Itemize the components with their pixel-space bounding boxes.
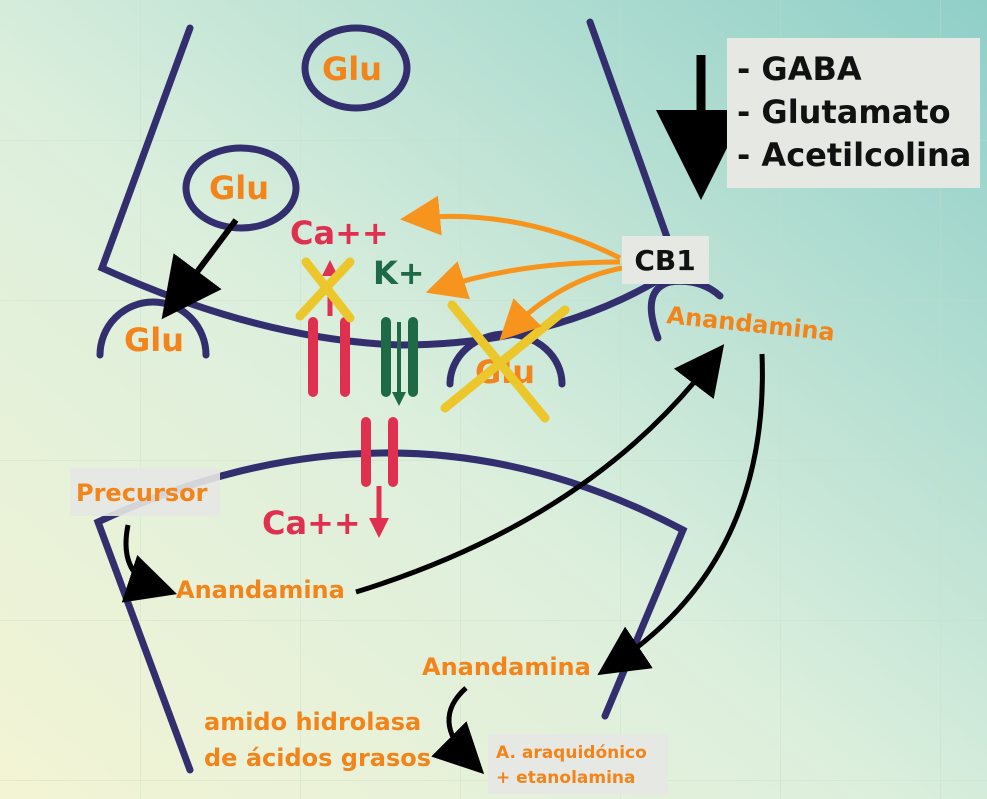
glutamate-receptor-left (96, 298, 210, 359)
potassium-down-arrow-icon (392, 392, 406, 406)
calcium-label-top: Ca++ (290, 214, 389, 252)
glutamate-vesicle-mid (182, 144, 300, 232)
calcium-inhibition-x (295, 257, 355, 323)
precursor-to-anandamina-arrow (121, 524, 178, 603)
post-calcium-down-arrow-icon (369, 518, 389, 538)
glutamate-vesicle-top (301, 24, 411, 112)
calcium-label-bottom: Ca++ (262, 504, 361, 542)
cb1-receptor-label: CB1 (634, 244, 695, 277)
cb1-to-glutamate-arrow (499, 265, 623, 341)
neurotransmitter-list-box (727, 38, 980, 188)
anandamina-lower-label: Anandamina (422, 653, 591, 681)
hydrolysis-arrow (431, 686, 485, 775)
potassium-label: K+ (373, 254, 425, 292)
products-label-line2: + etanolamina (496, 768, 636, 788)
glutamate-vesicle-mid-label: Glu (209, 169, 269, 207)
enzyme-label-line2: de ácidos grasos (204, 744, 431, 772)
products-box (488, 734, 668, 794)
precursor-label: Precursor (76, 479, 208, 507)
enzyme-label-line1: amido hidrolasa (204, 708, 421, 736)
precursor-box (70, 468, 220, 516)
products-label-line1: A. araquidónico (496, 743, 647, 763)
cb1-to-reuptake-arrow (597, 353, 765, 676)
anandamina-to-cb1-arrow (355, 344, 725, 595)
calcium-up-arrow-icon (322, 260, 338, 276)
neurotransmitter-item-acetilcolina: - Acetilcolina (737, 136, 971, 174)
glutamate-vesicle-top-label: Glu (322, 50, 382, 88)
anandamina-postsynaptic-label: Anandamina (176, 576, 345, 604)
glutamate-release-arrow (161, 218, 239, 320)
glutamate-receptor-left-label: Glu (124, 321, 184, 359)
neurotransmitter-item-gaba: - GABA (737, 50, 862, 88)
glutamate-release-inhibition-x (440, 300, 570, 423)
cb1-to-potassium-arrow (425, 259, 621, 300)
cb1-to-calcium-arrow (400, 195, 622, 261)
cb1-receptor-box (622, 236, 709, 284)
neurotransmitter-item-glutamato: - Glutamato (737, 93, 951, 131)
